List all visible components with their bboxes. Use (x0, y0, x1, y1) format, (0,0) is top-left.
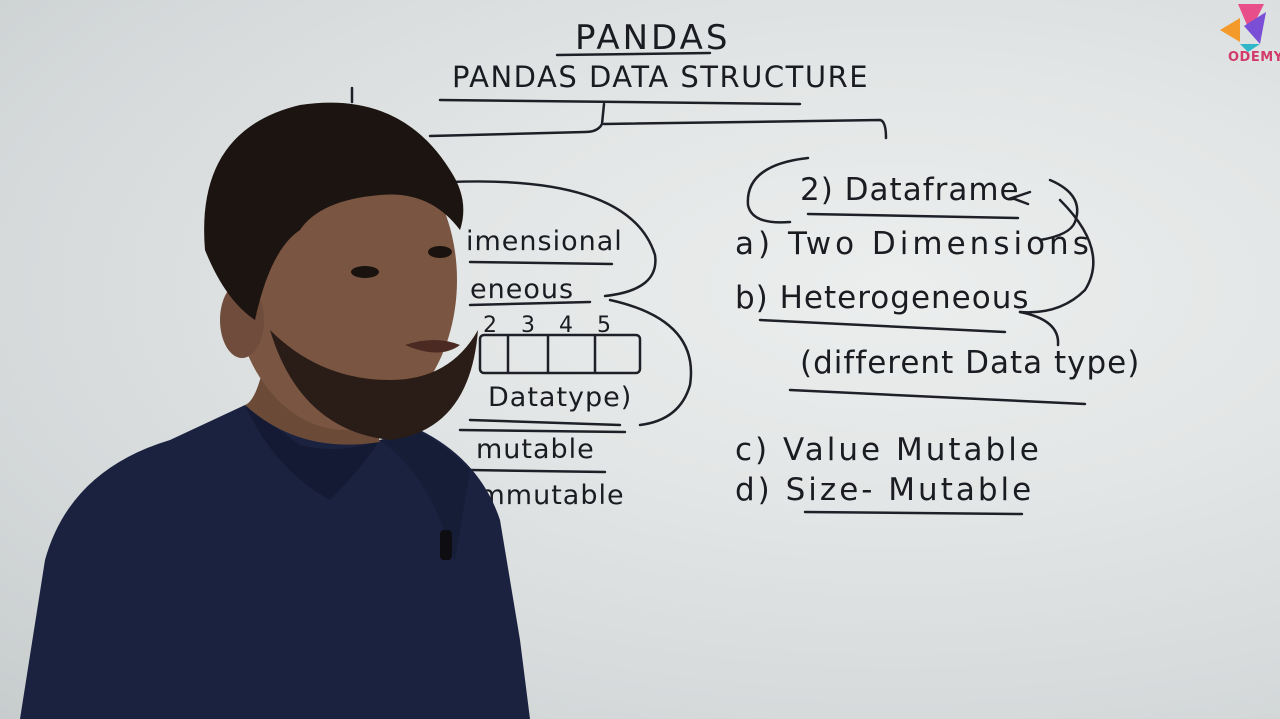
index-label: 2 (483, 313, 521, 338)
right-item-c: c) Value Mutable (735, 432, 1042, 468)
branch-left (428, 102, 606, 138)
board-title: PANDAS (575, 18, 731, 58)
note-underline (788, 388, 1087, 406)
presenter-shirt (20, 405, 530, 719)
arc-a (1038, 178, 1079, 242)
arrow-head (1008, 190, 1032, 206)
left-underline-1 (468, 260, 614, 266)
arc-b (1018, 198, 1095, 314)
left-item-geneous: eneous (470, 274, 575, 305)
left-underline-4 (458, 428, 627, 434)
left-item-datatype: Datatype) (488, 382, 633, 413)
board-subtitle: PANDAS DATA STRUCTURE (452, 60, 870, 94)
title-underline (555, 51, 712, 57)
right-item-b-note: (different Data type) (800, 345, 1141, 381)
size-underline (803, 510, 1024, 516)
channel-logo-text: ODEMY (1228, 50, 1280, 65)
index-box (478, 333, 642, 375)
presenter-hair (204, 102, 464, 320)
arc-c (1018, 310, 1060, 347)
channel-logo-icon (1220, 4, 1266, 52)
right-heading-dataframe: 2) Dataframe (800, 172, 1020, 208)
left-item-mutable: mutable (476, 434, 595, 465)
right-item-a: a) Two Dimensions (735, 226, 1093, 262)
dataframe-paren-left (746, 156, 810, 224)
left-item-immutable: immutable (470, 480, 625, 511)
branch-right (602, 118, 888, 140)
right-item-b: b) Heterogeneous (735, 280, 1030, 316)
left-item-dimension: imensional (466, 226, 623, 257)
index-label: 3 (521, 313, 559, 338)
left-arc-top (448, 180, 657, 298)
left-underline-5 (468, 468, 607, 474)
dataframe-underline (806, 212, 1020, 220)
subtitle-underline (438, 98, 802, 106)
left-underline-2 (468, 300, 592, 307)
left-arc-bottom (608, 298, 693, 427)
index-label: 5 (597, 313, 635, 338)
hetero-underline (758, 318, 1007, 334)
right-item-d: d) Size- Mutable (735, 472, 1035, 508)
left-underline-3 (468, 418, 622, 427)
index-label: 4 (559, 313, 597, 338)
left-index-labels: 2345 (483, 313, 635, 338)
index-box-dividers (506, 334, 597, 374)
